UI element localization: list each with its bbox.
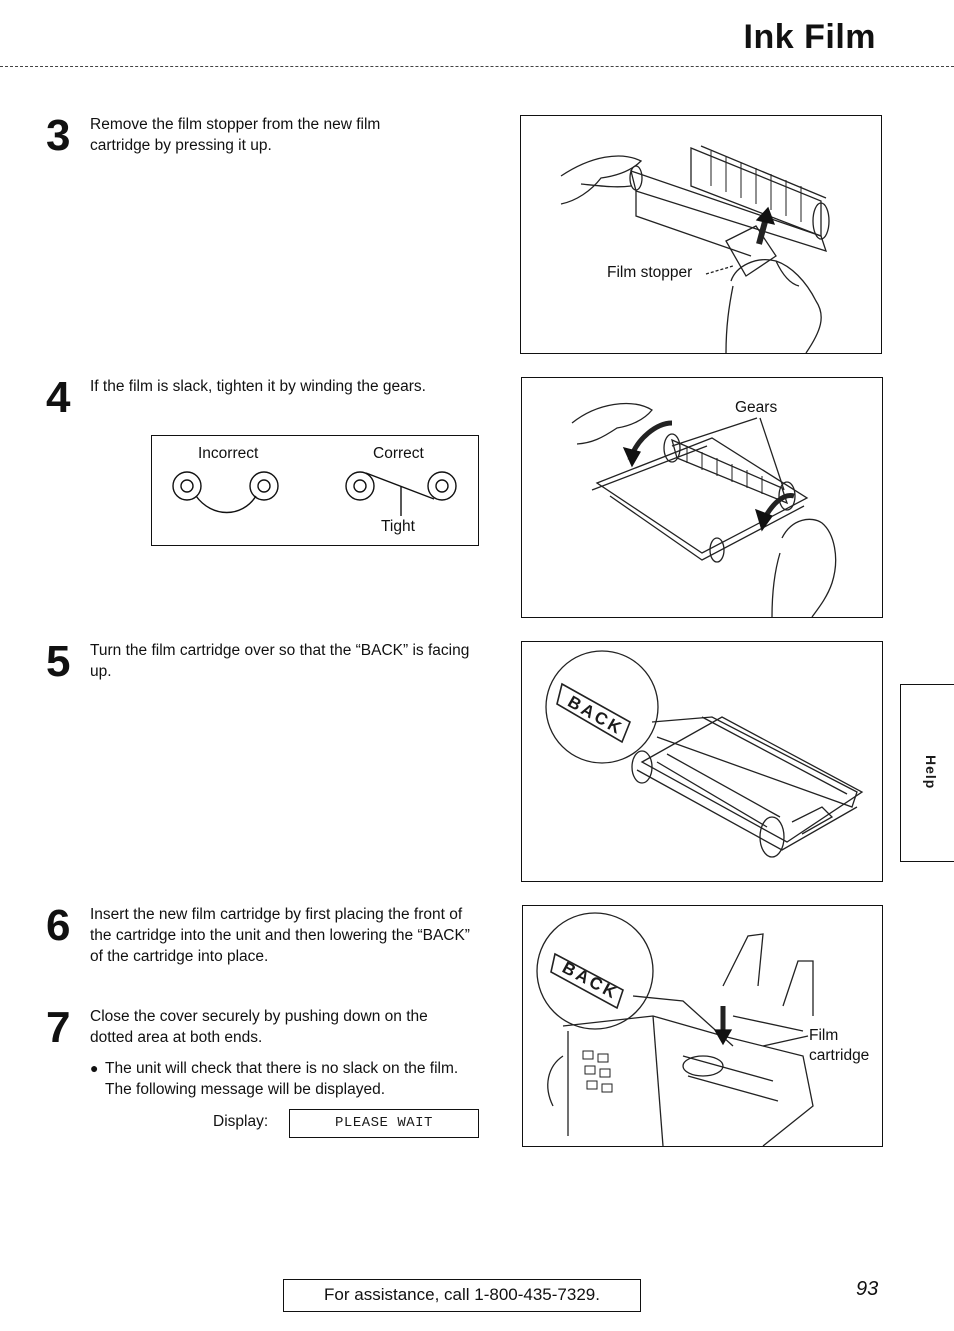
figure-insert-cartridge: BACK Film cartridge — [522, 905, 883, 1147]
gears-callout: Gears — [735, 399, 778, 416]
step-number-7: 7 — [46, 1003, 71, 1052]
step-4-text: If the film is slack, tighten it by wind… — [90, 378, 426, 395]
correct-label: Correct — [373, 445, 424, 462]
film-stopper-illustration — [560, 145, 830, 353]
back-facing-up-illustration — [545, 650, 864, 858]
step-number-5: 5 — [46, 637, 71, 686]
film-tension-diagram: Incorrect Correct Tight — [151, 435, 479, 546]
header-divider — [0, 66, 954, 67]
step-number-6: 6 — [46, 901, 71, 950]
step-number-3: 3 — [46, 111, 71, 160]
film-stopper-callout: Film stopper — [607, 264, 693, 281]
figure-back-up: BACK — [521, 641, 883, 882]
help-tab-label: Help — [923, 755, 939, 790]
assistance-phone-box: For assistance, call 1-800-435-7329. — [283, 1279, 641, 1312]
page-title: Ink Film — [743, 18, 876, 56]
film-callout-line2: cartridge — [809, 1047, 870, 1064]
tight-label: Tight — [381, 518, 415, 535]
step-6-text: Insert the new film cartridge by first p… — [90, 906, 470, 965]
film-callout-line1: Film — [809, 1027, 839, 1044]
gears-illustration — [571, 402, 837, 617]
display-label: Display: — [213, 1113, 269, 1130]
insert-cartridge-illustration — [536, 912, 814, 1146]
bullet-icon: ● — [90, 1060, 99, 1076]
lcd-display-message: PLEASE WAIT — [289, 1109, 479, 1138]
figure-film-stopper: Film stopper — [520, 115, 882, 354]
help-section-tab[interactable]: Help — [900, 684, 954, 862]
incorrect-label: Incorrect — [198, 445, 259, 462]
step-7-bullet-text: The unit will check that there is no sla… — [105, 1060, 459, 1098]
step-3-text: Remove the film stopper from the new fil… — [90, 116, 381, 154]
spool-diagram — [172, 471, 457, 516]
page-number: 93 — [856, 1278, 879, 1300]
step-7-text: Close the cover securely by pushing down… — [90, 1008, 428, 1046]
step-5-text: Turn the film cartridge over so that the… — [90, 642, 470, 680]
figure-gears: Gears — [521, 377, 883, 618]
step-number-4: 4 — [46, 373, 71, 422]
